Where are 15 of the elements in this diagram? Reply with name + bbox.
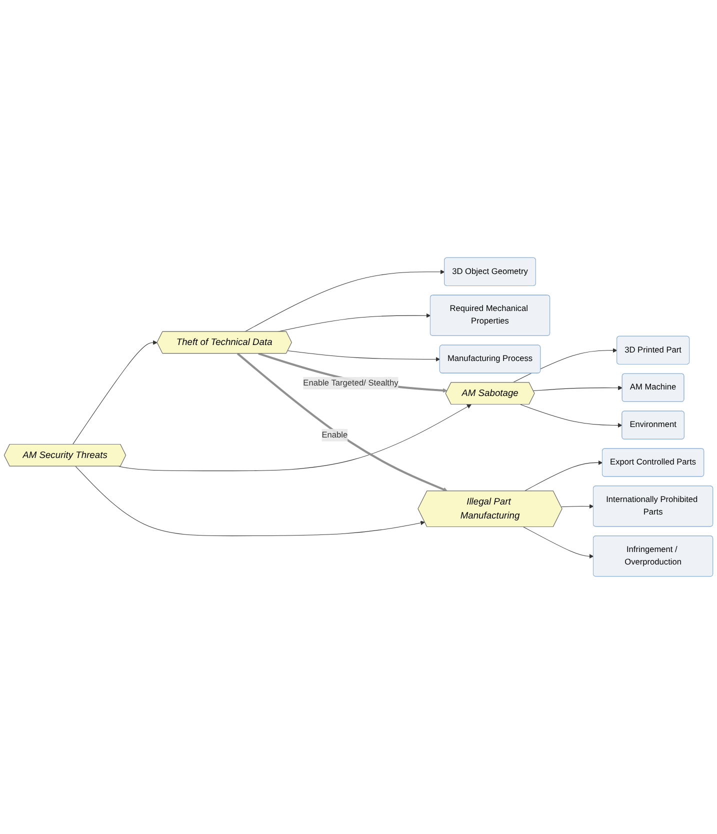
arrow bbox=[512, 348, 618, 383]
arrow bbox=[75, 466, 425, 536]
arrow bbox=[520, 404, 622, 428]
edge-label: Enable Targeted/ Stealthy bbox=[303, 378, 398, 388]
arrow bbox=[288, 350, 440, 362]
arrow bbox=[236, 352, 448, 492]
arrow bbox=[118, 404, 472, 472]
arrow bbox=[72, 340, 158, 445]
arrow bbox=[523, 526, 594, 559]
arrow bbox=[258, 352, 448, 393]
arrow bbox=[524, 460, 603, 492]
edge-label: Enable bbox=[322, 430, 348, 440]
arrow bbox=[533, 386, 623, 392]
arrow bbox=[561, 504, 594, 509]
arrow bbox=[244, 270, 445, 332]
